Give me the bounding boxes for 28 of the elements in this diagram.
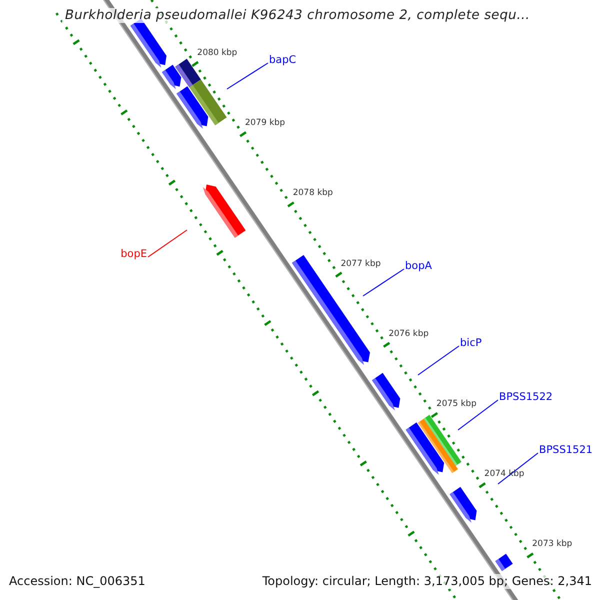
gene-label: bopE: [120, 248, 147, 261]
gene-label: bapC: [269, 54, 296, 67]
tick-label: 2077 kbp: [340, 258, 381, 270]
leader-line: [148, 230, 188, 258]
leader-line: [458, 400, 498, 430]
gene-feature: [175, 58, 201, 88]
tick-label: 2080 kbp: [197, 48, 238, 59]
gene-label: BPSS1522: [499, 391, 553, 404]
footer-text: Accession: NC_006351: [9, 574, 146, 589]
gene-label: bicP: [460, 337, 482, 350]
tick-label: 2079 kbp: [245, 118, 286, 130]
gene-feature: [424, 414, 462, 466]
gene-feature: [372, 372, 400, 410]
gene-label: bopA: [405, 260, 432, 273]
gene-feature: [202, 184, 246, 238]
leader-line: [226, 62, 268, 90]
leader-line: [362, 268, 404, 296]
footer-text: Topology: circular; Length: 3,173,005 bp; Genes: 2,341: [262, 574, 592, 589]
tick-label: 2074 kbp: [484, 469, 524, 480]
gene-feature: [450, 486, 477, 523]
tick-label: 2076 kbp: [388, 328, 429, 340]
gene-label: BPSS1521: [539, 444, 593, 457]
tick-label: 2075 kbp: [436, 399, 476, 410]
tick-label: 2078 kbp: [292, 188, 333, 200]
tick-label: 2073 kbp: [532, 539, 572, 550]
leader-line: [498, 452, 538, 484]
gene-feature: [495, 554, 513, 571]
gene-feature: [189, 80, 227, 126]
